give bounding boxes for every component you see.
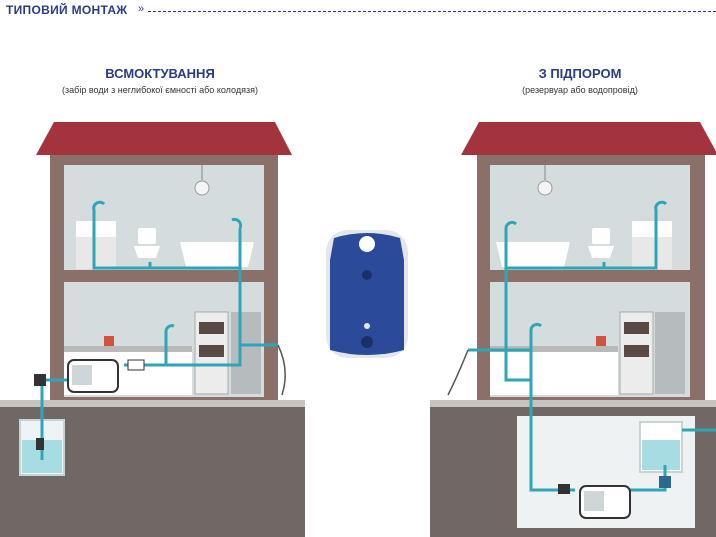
bathtub-icon	[496, 242, 570, 267]
left-house	[0, 122, 305, 537]
check-valve-icon	[127, 359, 145, 371]
toilet-icon	[138, 228, 156, 244]
roof	[461, 122, 716, 155]
fridge-icon	[231, 312, 261, 394]
valve-icon	[34, 374, 46, 386]
valve-icon	[558, 484, 570, 494]
section-title: ТИПОВИЙ МОНТАЖ	[6, 3, 128, 17]
ground-surface	[430, 400, 716, 407]
booster-subtitle: (резервуар або водопровід)	[522, 85, 638, 95]
pot-icon	[104, 336, 114, 346]
lamp-icon	[537, 180, 553, 196]
sink-icon	[76, 221, 116, 237]
tank-water	[642, 440, 680, 470]
control-panel-icon	[359, 236, 375, 252]
booster-title: З ПІДПОРОМ	[538, 66, 622, 81]
toilet-icon	[592, 228, 610, 244]
foot-valve-icon	[36, 438, 44, 450]
suction-subtitle: (забір води з неглибокої ємності або кол…	[62, 85, 258, 95]
roof	[36, 122, 292, 155]
fridge-icon	[655, 312, 685, 394]
pump-product	[326, 230, 408, 358]
bathtub-icon	[180, 242, 254, 267]
check-valve-icon	[659, 476, 671, 488]
lamp-icon	[194, 180, 210, 196]
chevron-right-icon: »	[138, 3, 145, 15]
header-divider	[148, 11, 716, 12]
suction-title: ВСМОКТУВАННЯ	[105, 66, 215, 81]
right-house	[430, 122, 716, 537]
left-pipes	[40, 200, 286, 460]
kitchen-counter	[490, 350, 618, 395]
pot-icon	[596, 336, 606, 346]
sink-icon	[632, 221, 672, 237]
ground-surface	[0, 400, 305, 407]
pump-body	[330, 233, 404, 355]
